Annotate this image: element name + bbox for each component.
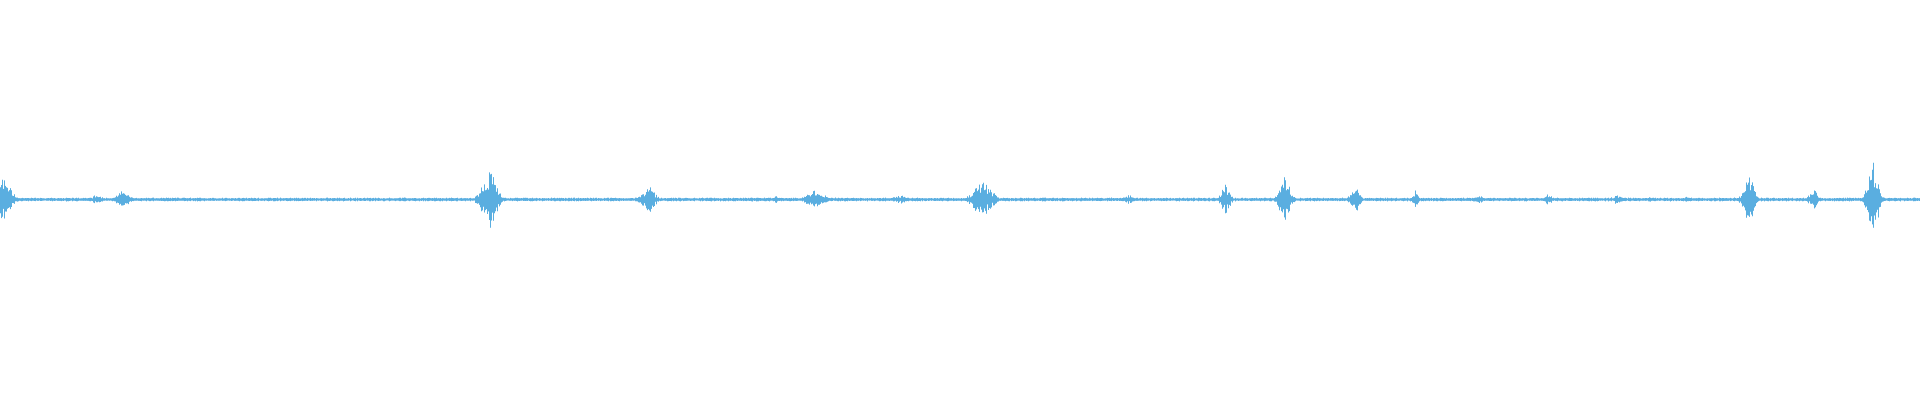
waveform-samples [0, 162, 1920, 228]
waveform-peaks [0, 162, 1920, 228]
